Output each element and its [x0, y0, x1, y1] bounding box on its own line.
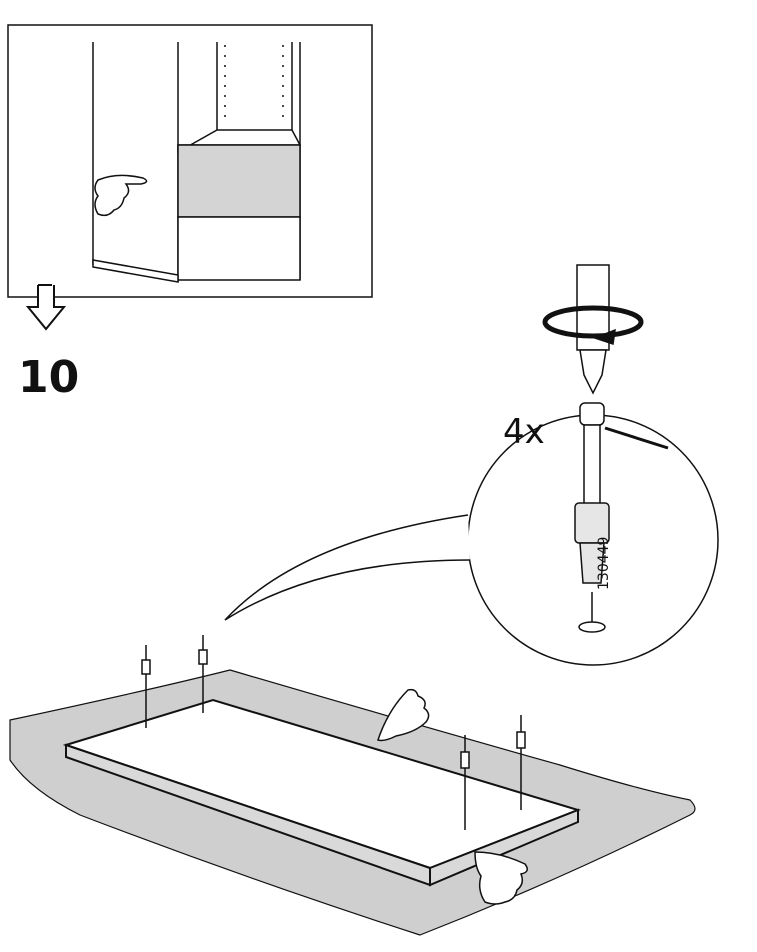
- arrow-down-icon: [25, 284, 67, 331]
- detail-magnifier: [224, 402, 719, 666]
- cam-dowels: [141, 635, 526, 830]
- pointing-hand-icon: [377, 688, 430, 742]
- step-number: 10: [18, 352, 80, 403]
- part-article-number: 130449: [596, 536, 612, 590]
- part-quantity: 4x: [503, 412, 545, 452]
- previous-step-inset: [7, 24, 373, 298]
- shelf-panel: [62, 698, 582, 887]
- pointing-hand-icon: [474, 851, 528, 905]
- screwdriver-icon: [542, 264, 644, 395]
